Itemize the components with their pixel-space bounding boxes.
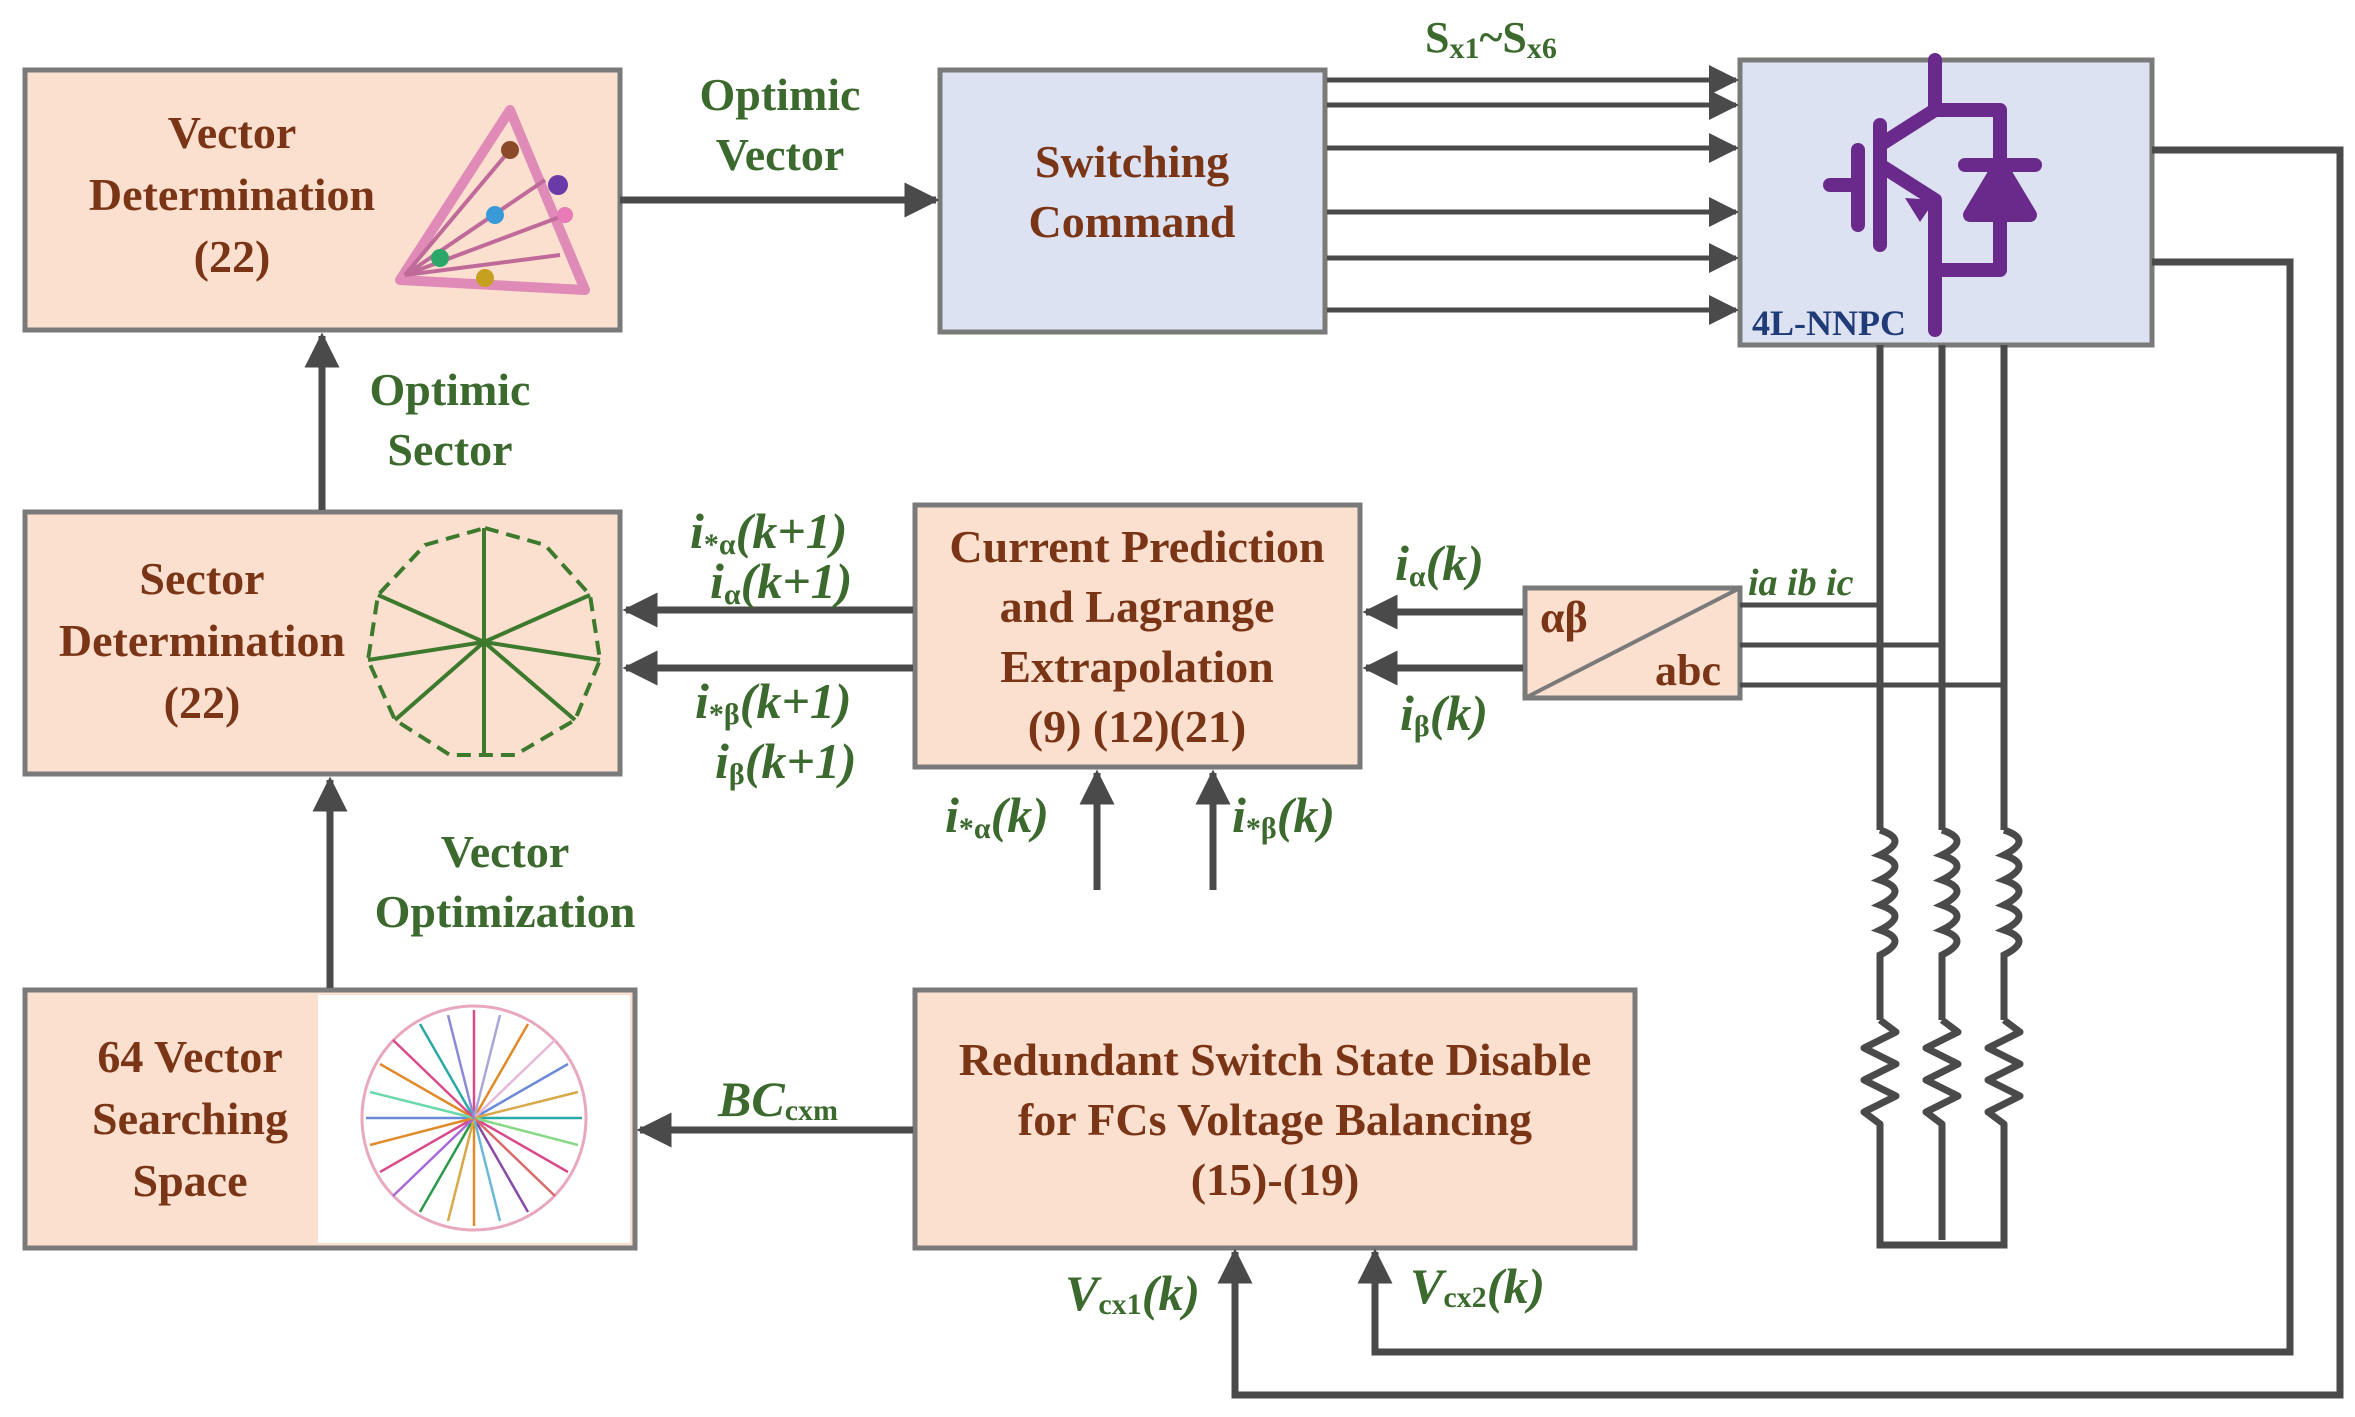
inverter-block: 4L-NNPC: [1737, 53, 2155, 348]
abc-alphabeta-transform-block: αβ abc: [1522, 585, 1743, 701]
vcx2-label: Vcx2(k): [1410, 1258, 1545, 1314]
i-alpha-k-label: iα(k): [1395, 535, 1484, 593]
search-line3: Space: [133, 1155, 248, 1206]
switch-signals-label: Sx1~Sx6: [1425, 13, 1557, 65]
inverter-label: 4L-NNPC: [1752, 303, 1906, 343]
igbt-icon: [1823, 53, 2042, 337]
space-vector-star-icon: [360, 1004, 588, 1232]
vector-det-line2: Determination: [89, 169, 375, 220]
sector-det-line2: Determination: [59, 615, 345, 666]
vector-det-line3: (22): [194, 231, 271, 282]
vector-determination-block: Vector Determination (22): [22, 67, 623, 333]
redundant-state-block: Redundant Switch State Disable for FCs V…: [912, 987, 1638, 1251]
search-space-block: 64 Vector Searching Space: [22, 987, 638, 1251]
sector-det-line1: Sector: [139, 553, 264, 604]
load-neutral-wire: [1876, 1240, 2008, 1249]
resistor-icons: [1860, 1017, 2024, 1240]
i-ref-alpha-next-label: i*α(k+1): [690, 503, 847, 561]
search-line1: 64 Vector: [97, 1031, 282, 1082]
phase-output-wires: [1876, 345, 2008, 830]
switching-line1: Switching: [1035, 136, 1229, 187]
switching-command-block: Switching Command: [937, 67, 1328, 335]
igbt-emitter-arrow-icon: [1905, 198, 1935, 222]
optimic-sector-label-1: Optimic: [370, 364, 531, 415]
vector-fan-icon: [395, 105, 590, 295]
vector-optimization-label-2: Optimization: [375, 886, 636, 937]
vector-det-line1: Vector: [168, 107, 297, 158]
optimic-vector-label-1: Optimic: [700, 69, 861, 120]
sector-det-line3: (22): [164, 677, 241, 728]
vector-optimization-label-1: Vector: [441, 826, 570, 877]
pred-line4: (9) (12)(21): [1028, 701, 1246, 752]
iabc-label: ia ib ic: [1748, 562, 1854, 604]
pred-line1: Current Prediction: [949, 521, 1324, 572]
i-beta-next-label: iβ(k+1): [715, 733, 857, 791]
current-prediction-block: Current Prediction and Lagrange Extrapol…: [912, 502, 1363, 770]
redundant-line2: for FCs Voltage Balancing: [1018, 1094, 1532, 1145]
i-ref-beta-next-label: i*β(k+1): [695, 673, 852, 731]
transform-alphabeta: αβ: [1540, 593, 1588, 642]
pred-line2: and Lagrange: [1000, 581, 1275, 632]
pred-line3: Extrapolation: [1000, 641, 1273, 692]
optimic-sector-label-2: Sector: [387, 424, 512, 475]
sector-determination-block: Sector Determination (22): [22, 509, 623, 777]
current-sense-taps: [1740, 602, 2004, 688]
inductor-icons: [1870, 826, 2023, 1020]
gate-signal-bus: [1327, 65, 1739, 325]
i-beta-k-label: iβ(k): [1400, 685, 1488, 743]
bc-cxm-label: BCcxm: [717, 1071, 838, 1127]
optimic-vector-label-2: Vector: [716, 129, 845, 180]
redundant-line3: (15)-(19): [1191, 1154, 1360, 1205]
redundant-line1: Redundant Switch State Disable: [959, 1034, 1592, 1085]
vcx2-feedback-wire: [1357, 258, 2294, 1356]
transform-abc: abc: [1655, 646, 1721, 695]
i-ref-beta-k-label: i*β(k): [1232, 787, 1335, 845]
vcx1-label: Vcx1(k): [1065, 1265, 1200, 1321]
switching-line2: Command: [1028, 196, 1235, 247]
i-alpha-next-label: iα(k+1): [710, 553, 852, 611]
vcx1-feedback-wire: [1217, 146, 2344, 1399]
hexagon-sector-icon: [365, 525, 603, 757]
search-line2: Searching: [92, 1093, 288, 1144]
i-ref-alpha-k-label: i*α(k): [945, 787, 1049, 845]
